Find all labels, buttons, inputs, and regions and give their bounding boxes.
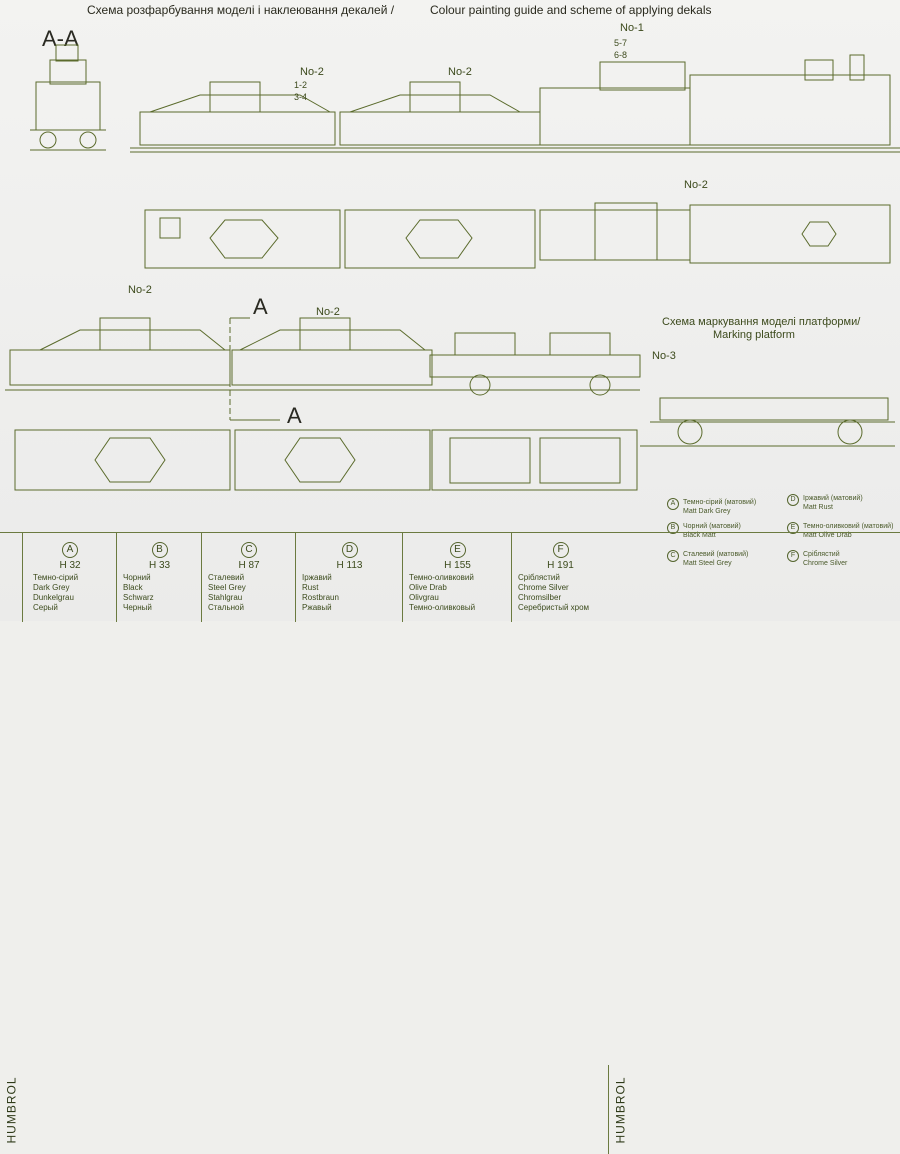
armored-car-plan-4 (234, 429, 431, 491)
brand-label-left: HUMBROL (4, 1075, 19, 1144)
armored-car-plan-1 (144, 209, 341, 269)
decal-range-68: 6-8 (614, 50, 628, 60)
paint-column-c: C H 87 Сталевий Steel Grey Stahlgrau Ста… (201, 533, 296, 622)
paint-letter: E (449, 542, 466, 558)
color-legend: A Темно-сірий (матовий)Matt Dark Grey D … (663, 494, 895, 572)
paint-column-d: D H 113 Іржавий Rust Rostbraun Ржавый (295, 533, 403, 622)
paint-letter: F (552, 542, 569, 558)
legend-letter: B (667, 522, 679, 534)
paint-column-a: A H 32 Темно-сірий Dark Grey Dunkelgrau … (22, 533, 117, 622)
legend-letter: C (667, 550, 679, 562)
decal-no2-label-c: No-2 (684, 179, 708, 191)
decal-no1-label: No-1 (620, 22, 644, 34)
section-a-bottom-label: A (287, 403, 302, 428)
legend-item-b: B Чорний (матовий)Black Matt (667, 522, 741, 540)
paint-code: H 191 (547, 560, 574, 571)
legend-item-a: A Темно-сірий (матовий)Matt Dark Grey (667, 498, 756, 516)
paint-column-b: B H 33 Чорний Black Schwarz Черный (116, 533, 202, 622)
title-english: Colour painting guide and scheme of appl… (430, 3, 712, 17)
marking-platform-drawing (640, 397, 895, 447)
paint-code: H 32 (59, 560, 81, 571)
paint-letter: B (151, 542, 168, 558)
decal-no2-label-e: No-2 (316, 306, 340, 318)
platform-title-en: Marking platform (713, 329, 795, 341)
legend-item-e: E Темно-оливковий (матовий)Matt Olive Dr… (787, 522, 893, 540)
legend-letter: F (787, 550, 799, 562)
title-ukrainian: Схема розфарбування моделі і наклеювання… (87, 3, 395, 17)
armored-car-side-2 (339, 81, 541, 146)
legend-letter: D (787, 494, 799, 506)
decal-no2-label-b: No-2 (448, 66, 472, 78)
decal-range-34: 3-4 (294, 92, 308, 102)
paint-letter: D (341, 542, 358, 558)
cross-section-aa-drawing (30, 44, 106, 151)
paint-code: H 155 (444, 560, 471, 571)
armored-car-side-4 (231, 317, 433, 386)
locomotive-side (539, 54, 891, 146)
armored-car-side-3 (5, 317, 640, 391)
legend-letter: E (787, 522, 799, 534)
paint-code: H 113 (336, 560, 363, 571)
legend-item-d: D Іржавий (матовий)Matt Rust (787, 494, 863, 512)
paint-code: H 87 (238, 560, 260, 571)
flat-wagon-plan (431, 429, 638, 491)
decal-no2-label-a: No-2 (300, 66, 324, 78)
platform-title-ua: Схема маркування моделі платформи/ (662, 316, 861, 328)
paint-code: H 33 (148, 560, 171, 571)
armored-car-plan-3 (14, 429, 231, 491)
brand-label-right: HUMBROL (608, 1065, 631, 1154)
flat-wagon-side (429, 332, 641, 396)
decal-range-57: 5-7 (614, 38, 628, 48)
paint-table: HUMBROL A H 32 Темно-сірий Dark Grey Dun… (0, 532, 900, 1154)
decal-no2-label-d: No-2 (128, 284, 152, 296)
locomotive-plan (539, 202, 891, 264)
section-a-top-label: A (253, 294, 268, 319)
legend-item-c: C Сталевий (матовий)Matt Steel Grey (667, 550, 748, 568)
train-drawings (5, 44, 900, 491)
paint-column-e: E H 155 Темно-оливковий Olive Drab Olivg… (402, 533, 512, 622)
section-aa-label: A-A (42, 26, 79, 51)
legend-letter: A (667, 498, 679, 510)
armored-car-side-1 (130, 81, 900, 153)
paint-letter: C (241, 542, 257, 558)
armored-car-plan-2 (344, 209, 536, 269)
decal-range-12: 1-2 (294, 80, 308, 90)
decal-no3-label: No-3 (652, 350, 676, 362)
instruction-sheet (0, 0, 900, 621)
paint-letter: A (62, 542, 78, 558)
paint-column-f: F H 191 Сріблястий Chrome Silver Chromsi… (511, 533, 609, 622)
